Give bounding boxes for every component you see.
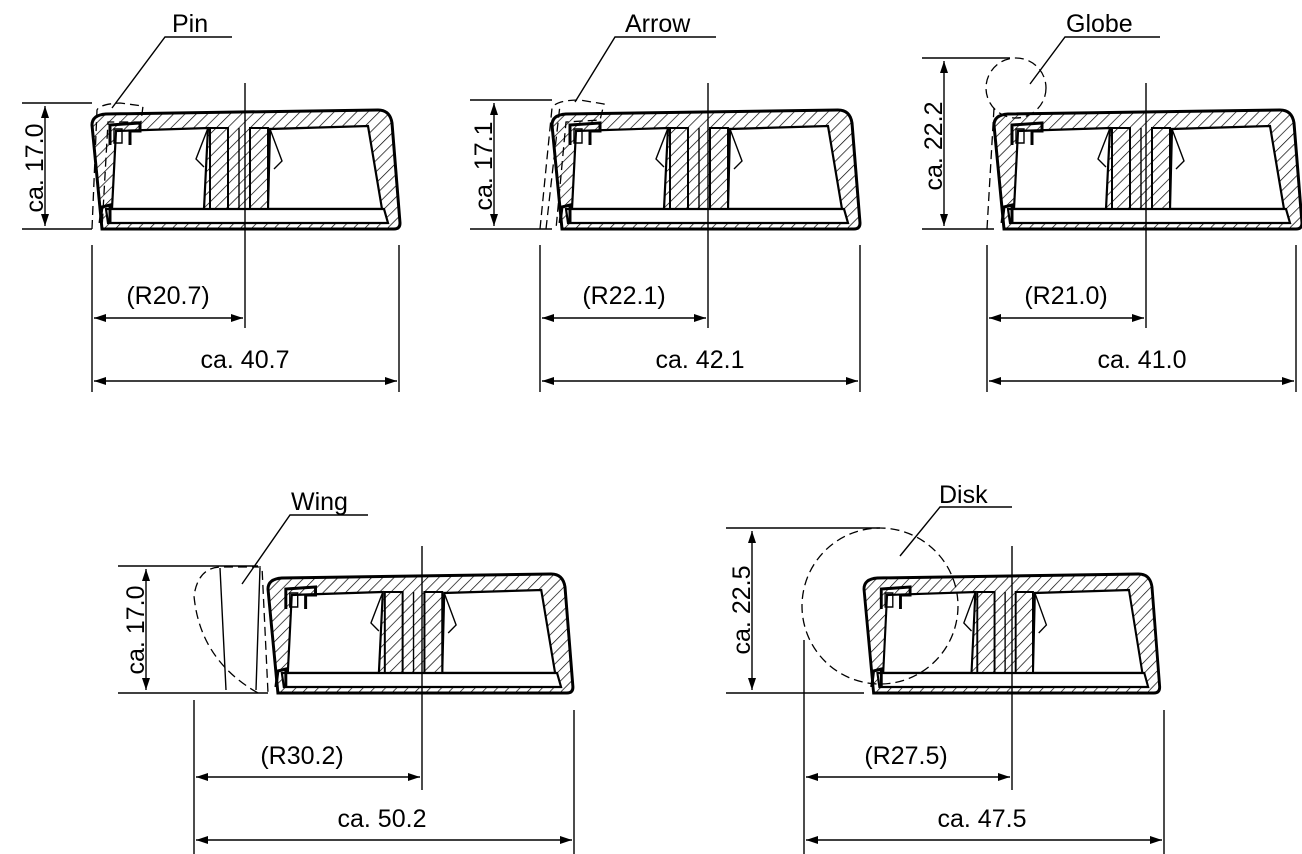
diagram-disk: ca. 22.5 Disk (R27.5) ca. 47.5 <box>726 481 1165 854</box>
globe-indicator-outline <box>985 57 1047 119</box>
arrow-height-label: ca. 17.1 <box>470 122 498 211</box>
disk-label: Disk <box>939 481 988 509</box>
globe-width-label: ca. 41.0 <box>1098 346 1187 374</box>
pin-label: Pin <box>172 10 208 38</box>
wing-label: Wing <box>291 488 348 516</box>
diagram-globe: ca. 22.2 Globe (R21.0) ca. 41.0 <box>920 10 1302 392</box>
wing-width-label: ca. 50.2 <box>338 805 427 833</box>
diagram-wing: ca. 17.0 Wing (R30.2) ca. 50.2 <box>118 488 575 854</box>
wing-height-label: ca. 17.0 <box>122 586 150 675</box>
wing-indicator-outline <box>193 566 269 694</box>
globe-radius-label: (R21.0) <box>1024 282 1107 310</box>
pin-indicator-outline <box>91 102 144 230</box>
globe-height-label: ca. 22.2 <box>920 102 948 191</box>
arrow-indicator-outline <box>539 99 605 230</box>
globe-label: Globe <box>1066 10 1133 38</box>
arrow-label: Arrow <box>625 10 691 38</box>
diagram-pin: ca. 17.0 Pin (R20.7) ca. 40.7 <box>21 10 402 392</box>
arrow-radius-label: (R22.1) <box>582 282 665 310</box>
diagram-arrow: ca. 17.1 Arrow (R22.1) ca. 42.1 <box>470 10 862 392</box>
pin-width-label: ca. 40.7 <box>201 346 290 374</box>
disk-width-label: ca. 47.5 <box>938 805 1027 833</box>
arrow-width-label: ca. 42.1 <box>656 346 745 374</box>
pin-height-label: ca. 17.0 <box>21 124 49 213</box>
disk-radius-label: (R27.5) <box>864 742 947 770</box>
wing-radius-label: (R30.2) <box>260 742 343 770</box>
pin-radius-label: (R20.7) <box>126 282 209 310</box>
disk-height-label: ca. 22.5 <box>728 566 756 655</box>
